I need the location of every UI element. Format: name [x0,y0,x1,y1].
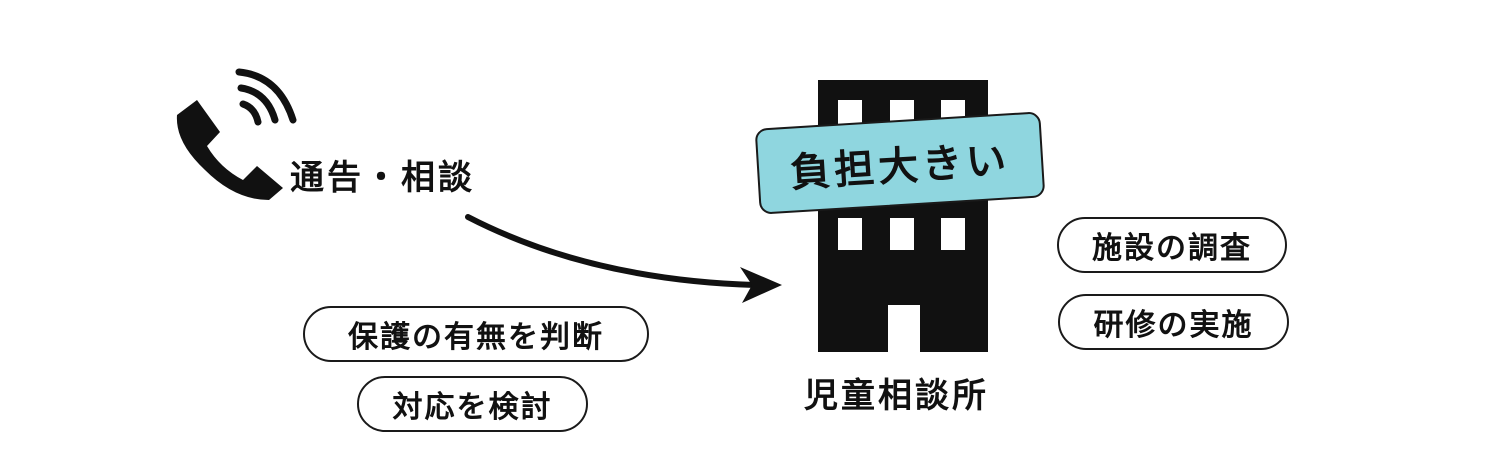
flow-arrow [465,214,782,303]
consider-response-pill: 対応を検討 [357,376,588,432]
facility-survey-label: 施設の調査 [1092,231,1252,266]
flow-arrow-head [740,267,782,303]
consider-response-label: 対応を検討 [392,390,553,425]
signal-wave-small [239,100,262,126]
burden-tag: 負担大きい [754,111,1046,215]
building-door [888,305,920,352]
training-implementation-pill: 研修の実施 [1058,294,1289,350]
signal-wave-medium [237,84,279,124]
window [941,218,965,250]
signal-wave-large [235,68,297,124]
burden-tag-label: 負担大きい [789,137,1012,197]
phone-ringing-icon [176,68,297,200]
facility-survey-pill: 施設の調査 [1057,217,1287,273]
flow-arrow-line [465,214,758,288]
window [838,218,862,250]
judge-protection-pill: 保護の有無を判断 [303,306,649,362]
judge-protection-label: 保護の有無を判断 [348,320,604,355]
child-guidance-center-label: 児童相談所 [804,376,989,416]
phone-handset-shape [176,100,283,200]
training-implementation-label: 研修の実施 [1093,308,1254,343]
window [890,218,914,250]
report-consult-label: 通告・相談 [290,158,475,198]
